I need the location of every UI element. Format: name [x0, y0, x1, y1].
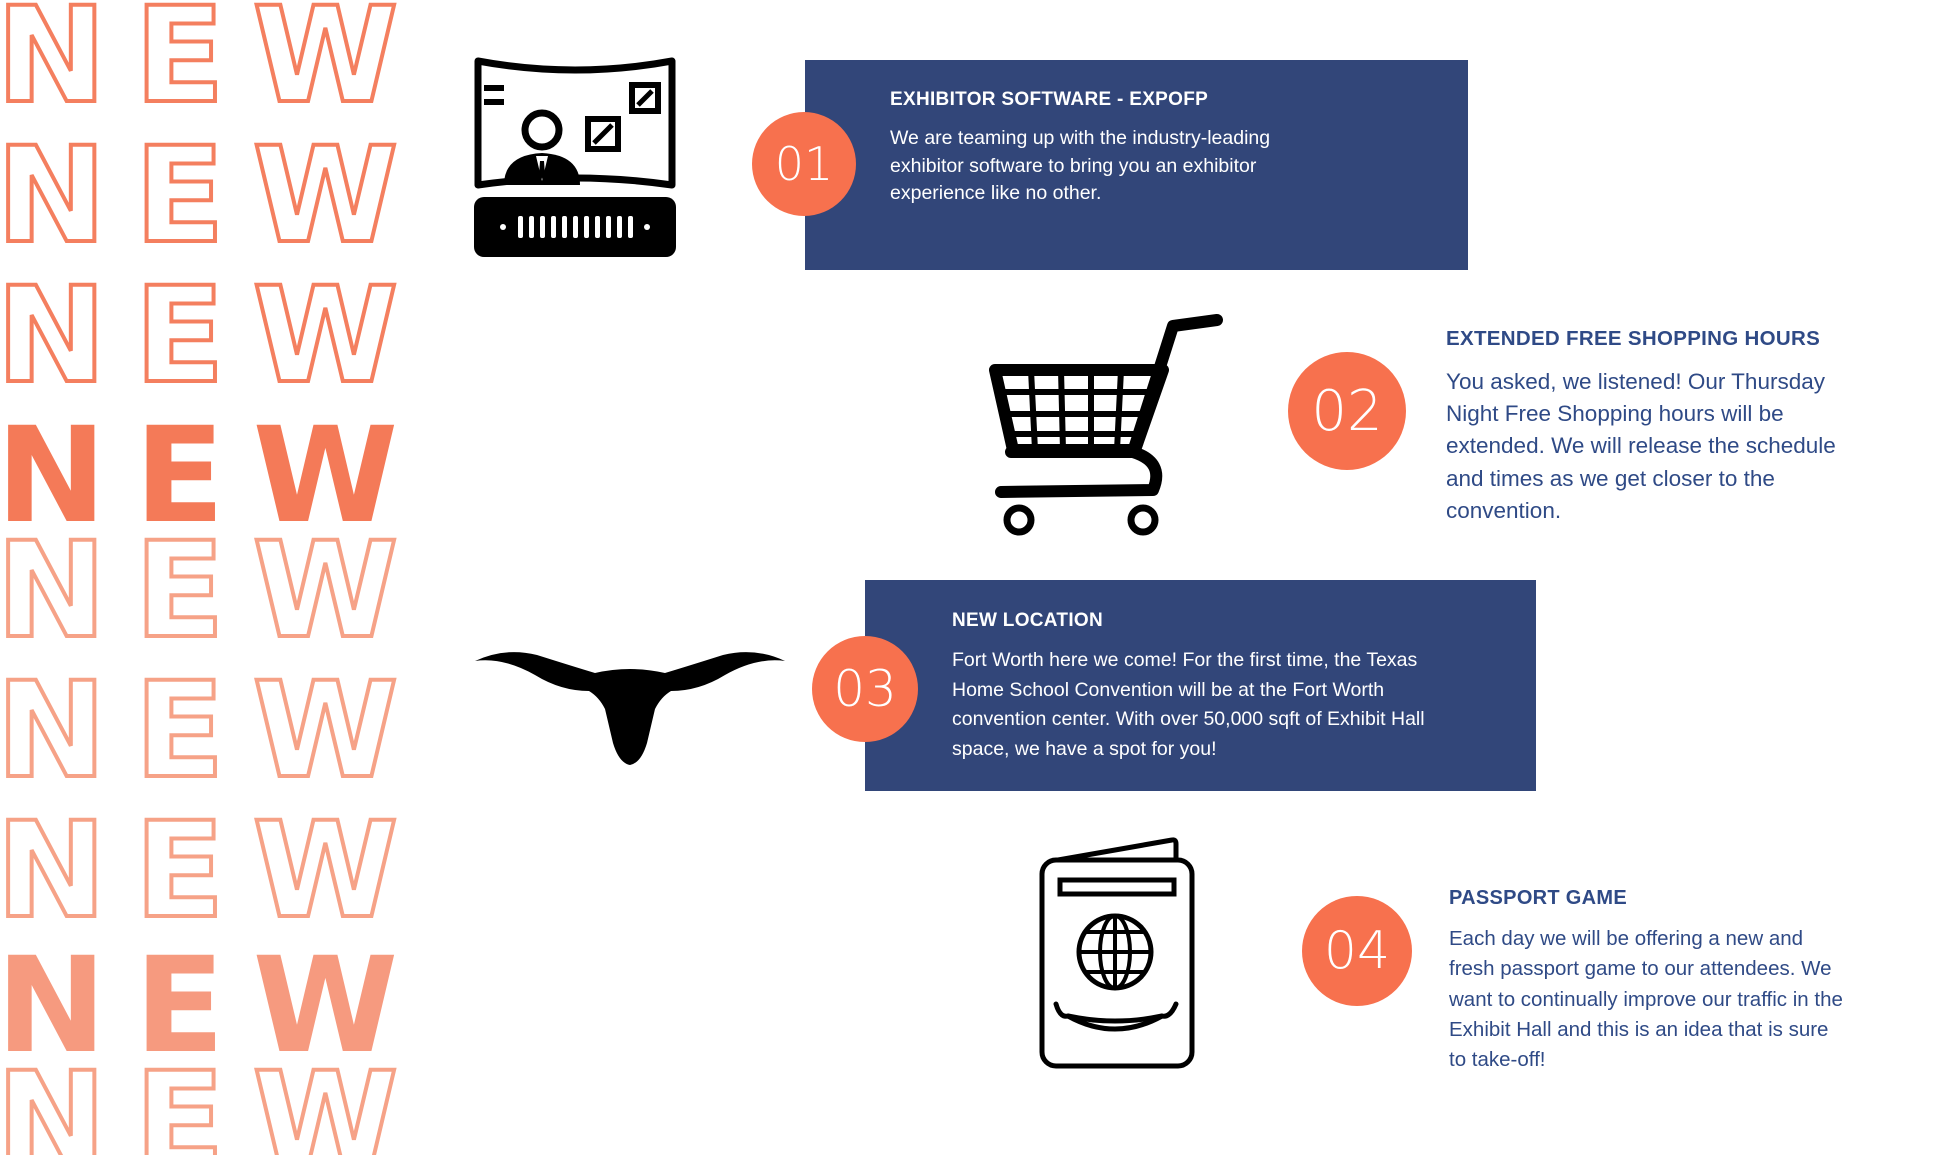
new-word-outline: NEW [0, 119, 427, 273]
item-01-number-badge: 01 [752, 112, 856, 216]
longhorn-icon [475, 652, 785, 765]
item-01-body: We are teaming up with the industry-lead… [890, 127, 1271, 205]
item-04-body: Each day we will be offering a new and f… [1449, 927, 1843, 1072]
item-03-panel [865, 580, 1536, 791]
item-01-title: EXHIBITOR SOFTWARE - EXPOFP [890, 89, 1209, 110]
item-02-title: EXTENDED FREE SHOPPING HOURS [1446, 327, 1821, 350]
new-word-outline: NEW [0, 0, 427, 133]
shopping-cart-icon [989, 314, 1223, 536]
item-04-number-badge: 04 [1302, 896, 1412, 1006]
exhibitor-screen-icon [474, 57, 676, 257]
new-word-solid: NEW [0, 929, 427, 1083]
item-01-panel [805, 60, 1468, 270]
new-word-solid: NEW [0, 399, 427, 553]
new-word-outline: NEW [0, 514, 427, 668]
item-03-number-badge: 03 [812, 636, 918, 742]
new-word-outline: NEW [0, 259, 427, 413]
new-word-outline: NEW [0, 654, 427, 808]
item-02-number-badge: 02 [1288, 352, 1406, 470]
item-03-body: Fort Worth here we come! For the first t… [952, 649, 1425, 760]
item-04-title: PASSPORT GAME [1449, 887, 1627, 909]
new-word-column: NEW NEW NEW NEW NEW NEW NEW NEW NEW [0, 0, 440, 1155]
new-word-outline: NEW [0, 1044, 427, 1155]
item-02-body: You asked, we listened! Our Thursday Nig… [1446, 369, 1836, 523]
item-03-title: NEW LOCATION [952, 610, 1104, 631]
new-word-outline: NEW [0, 794, 427, 948]
passport-icon [1039, 837, 1195, 1069]
